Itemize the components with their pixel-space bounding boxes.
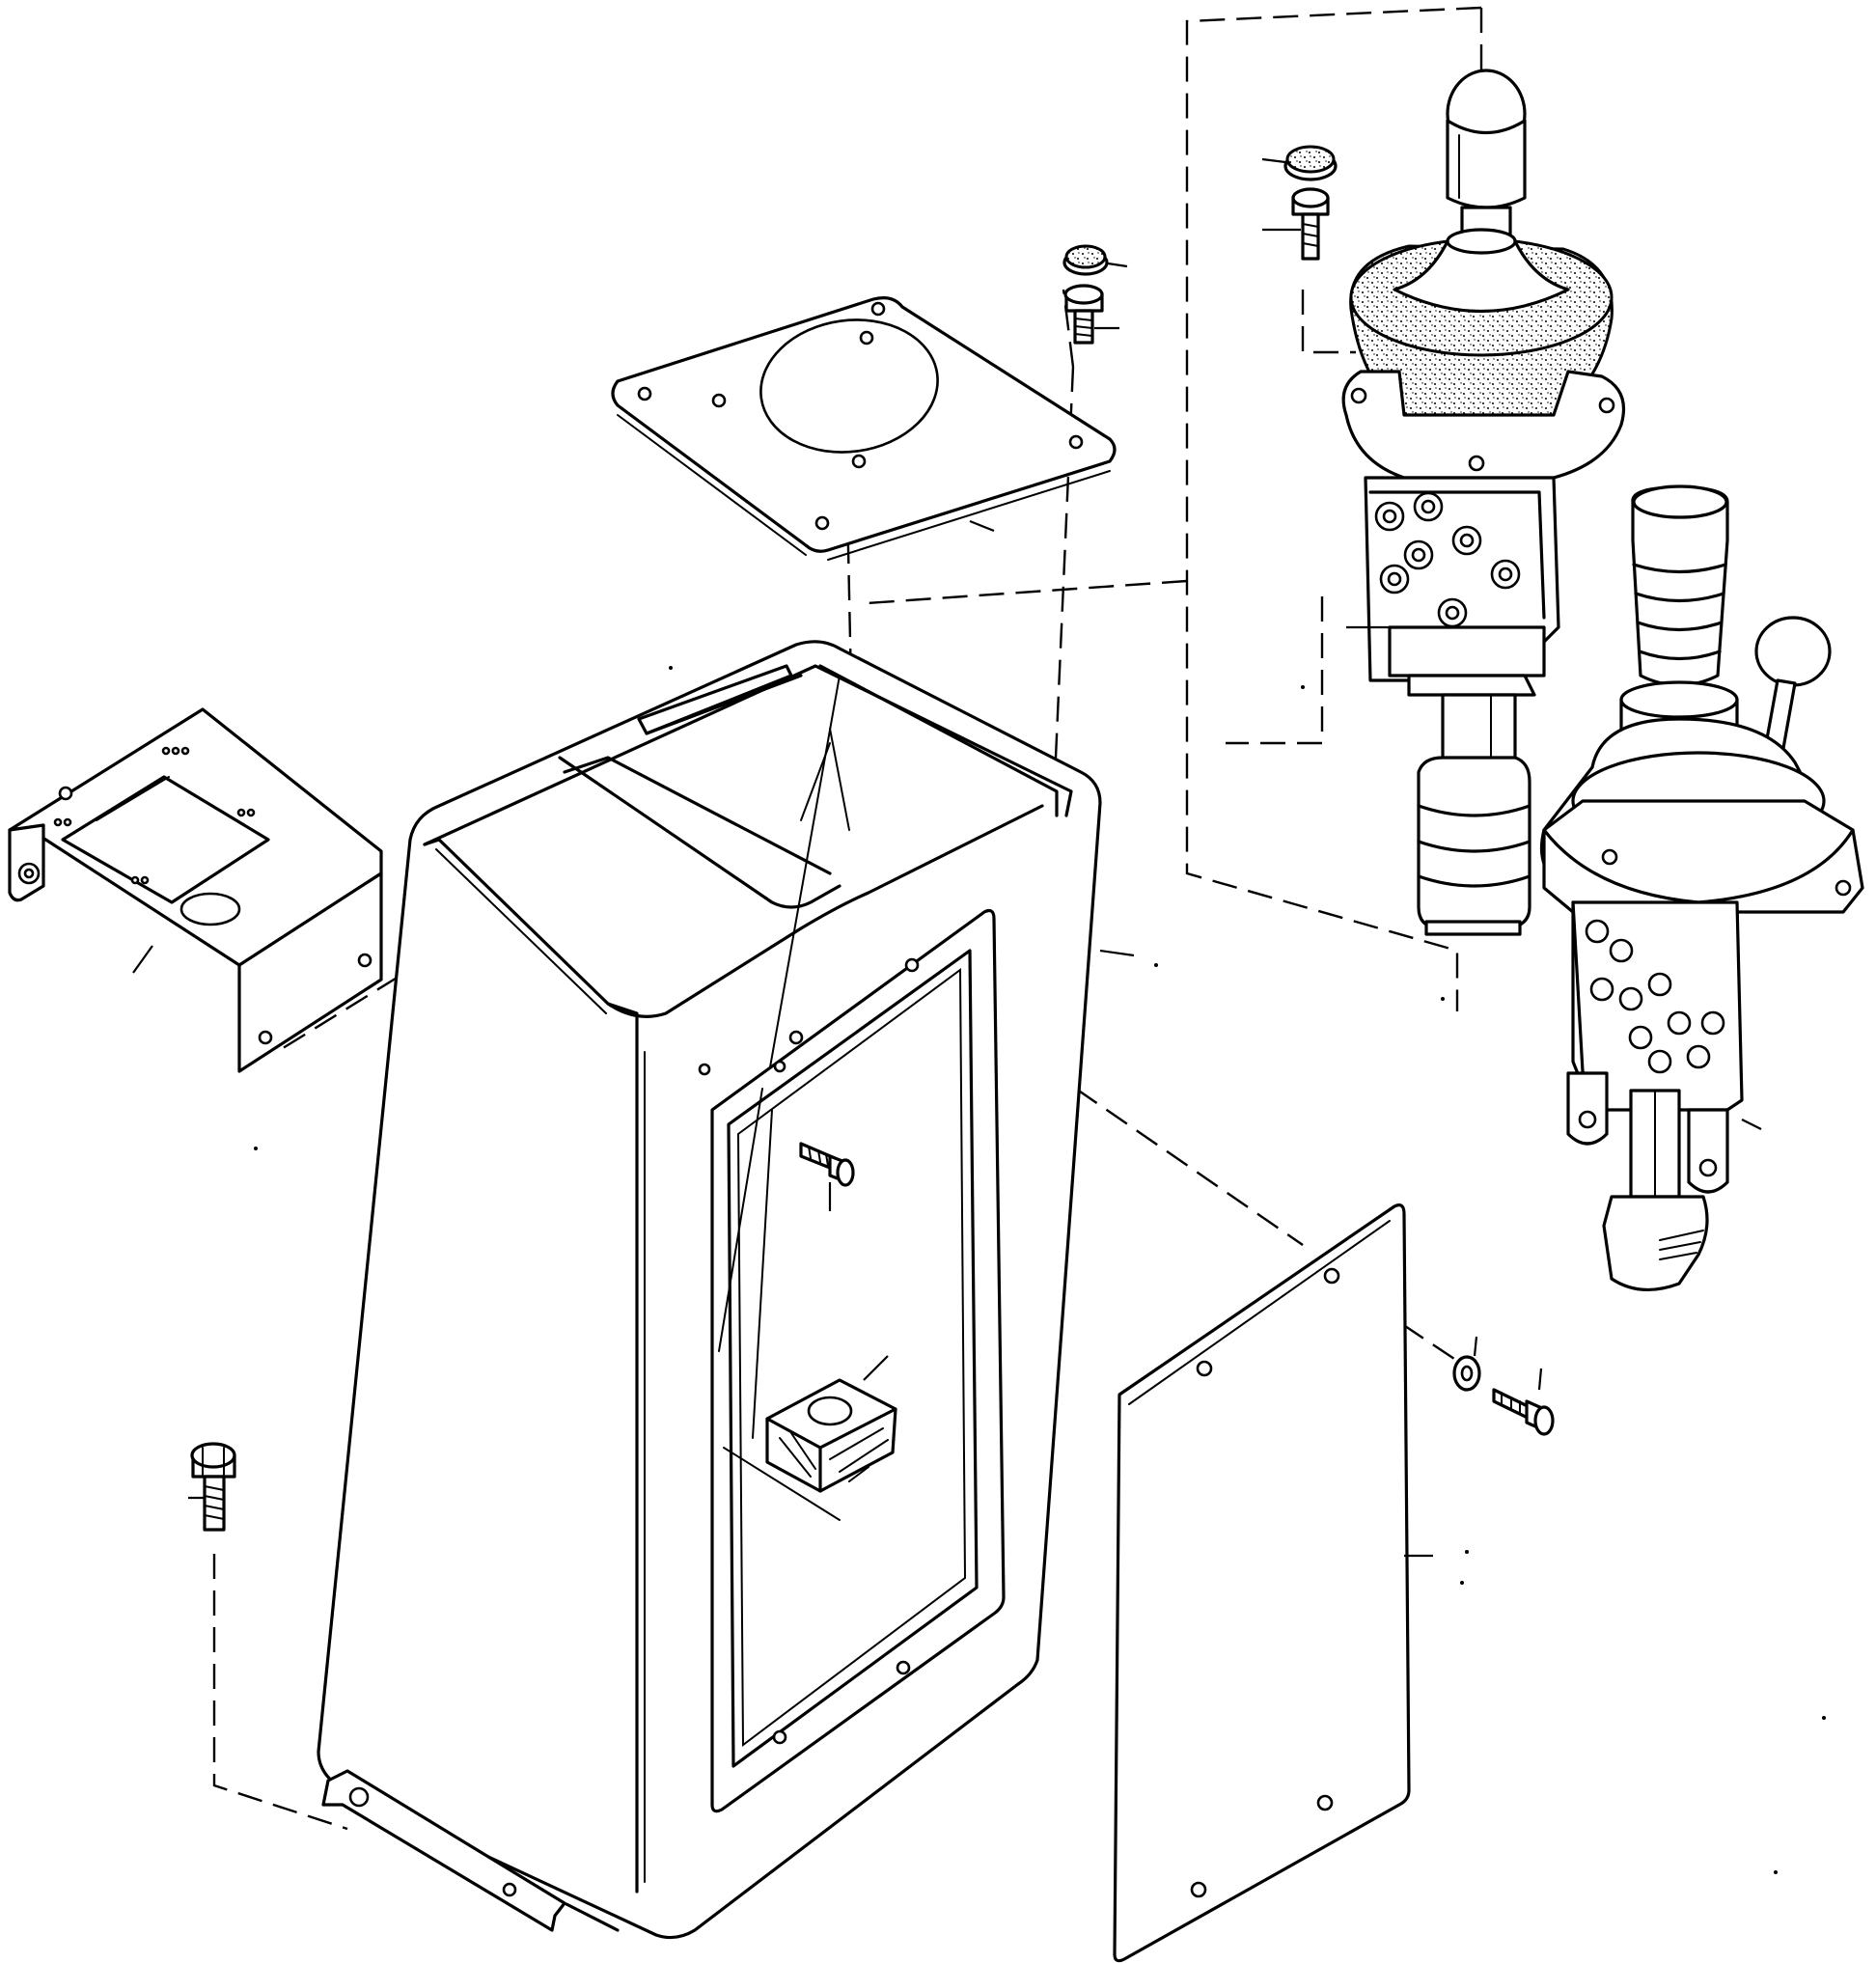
scan-dots bbox=[254, 666, 1826, 1874]
valve-ports bbox=[1374, 491, 1521, 628]
side-bracket bbox=[8, 707, 383, 1073]
rear-cover-plate bbox=[1113, 1203, 1469, 1963]
valve-ports-secondary bbox=[1585, 919, 1725, 1074]
washer-and-bolt-right bbox=[1452, 1336, 1555, 1436]
bracket-slot-dots bbox=[53, 746, 256, 885]
joystick-valve-main bbox=[1301, 69, 1626, 936]
joystick-valve-secondary bbox=[1539, 484, 1864, 1292]
top-mounting-plate bbox=[611, 296, 1117, 561]
rubber-block bbox=[765, 1355, 897, 1493]
bolt-lower-left bbox=[188, 1442, 236, 1532]
cap-and-bolt-top bbox=[1062, 244, 1128, 345]
console-housing bbox=[317, 640, 1158, 1940]
bolt-window bbox=[799, 1142, 855, 1211]
cap-and-bolt-upper bbox=[1261, 145, 1338, 261]
